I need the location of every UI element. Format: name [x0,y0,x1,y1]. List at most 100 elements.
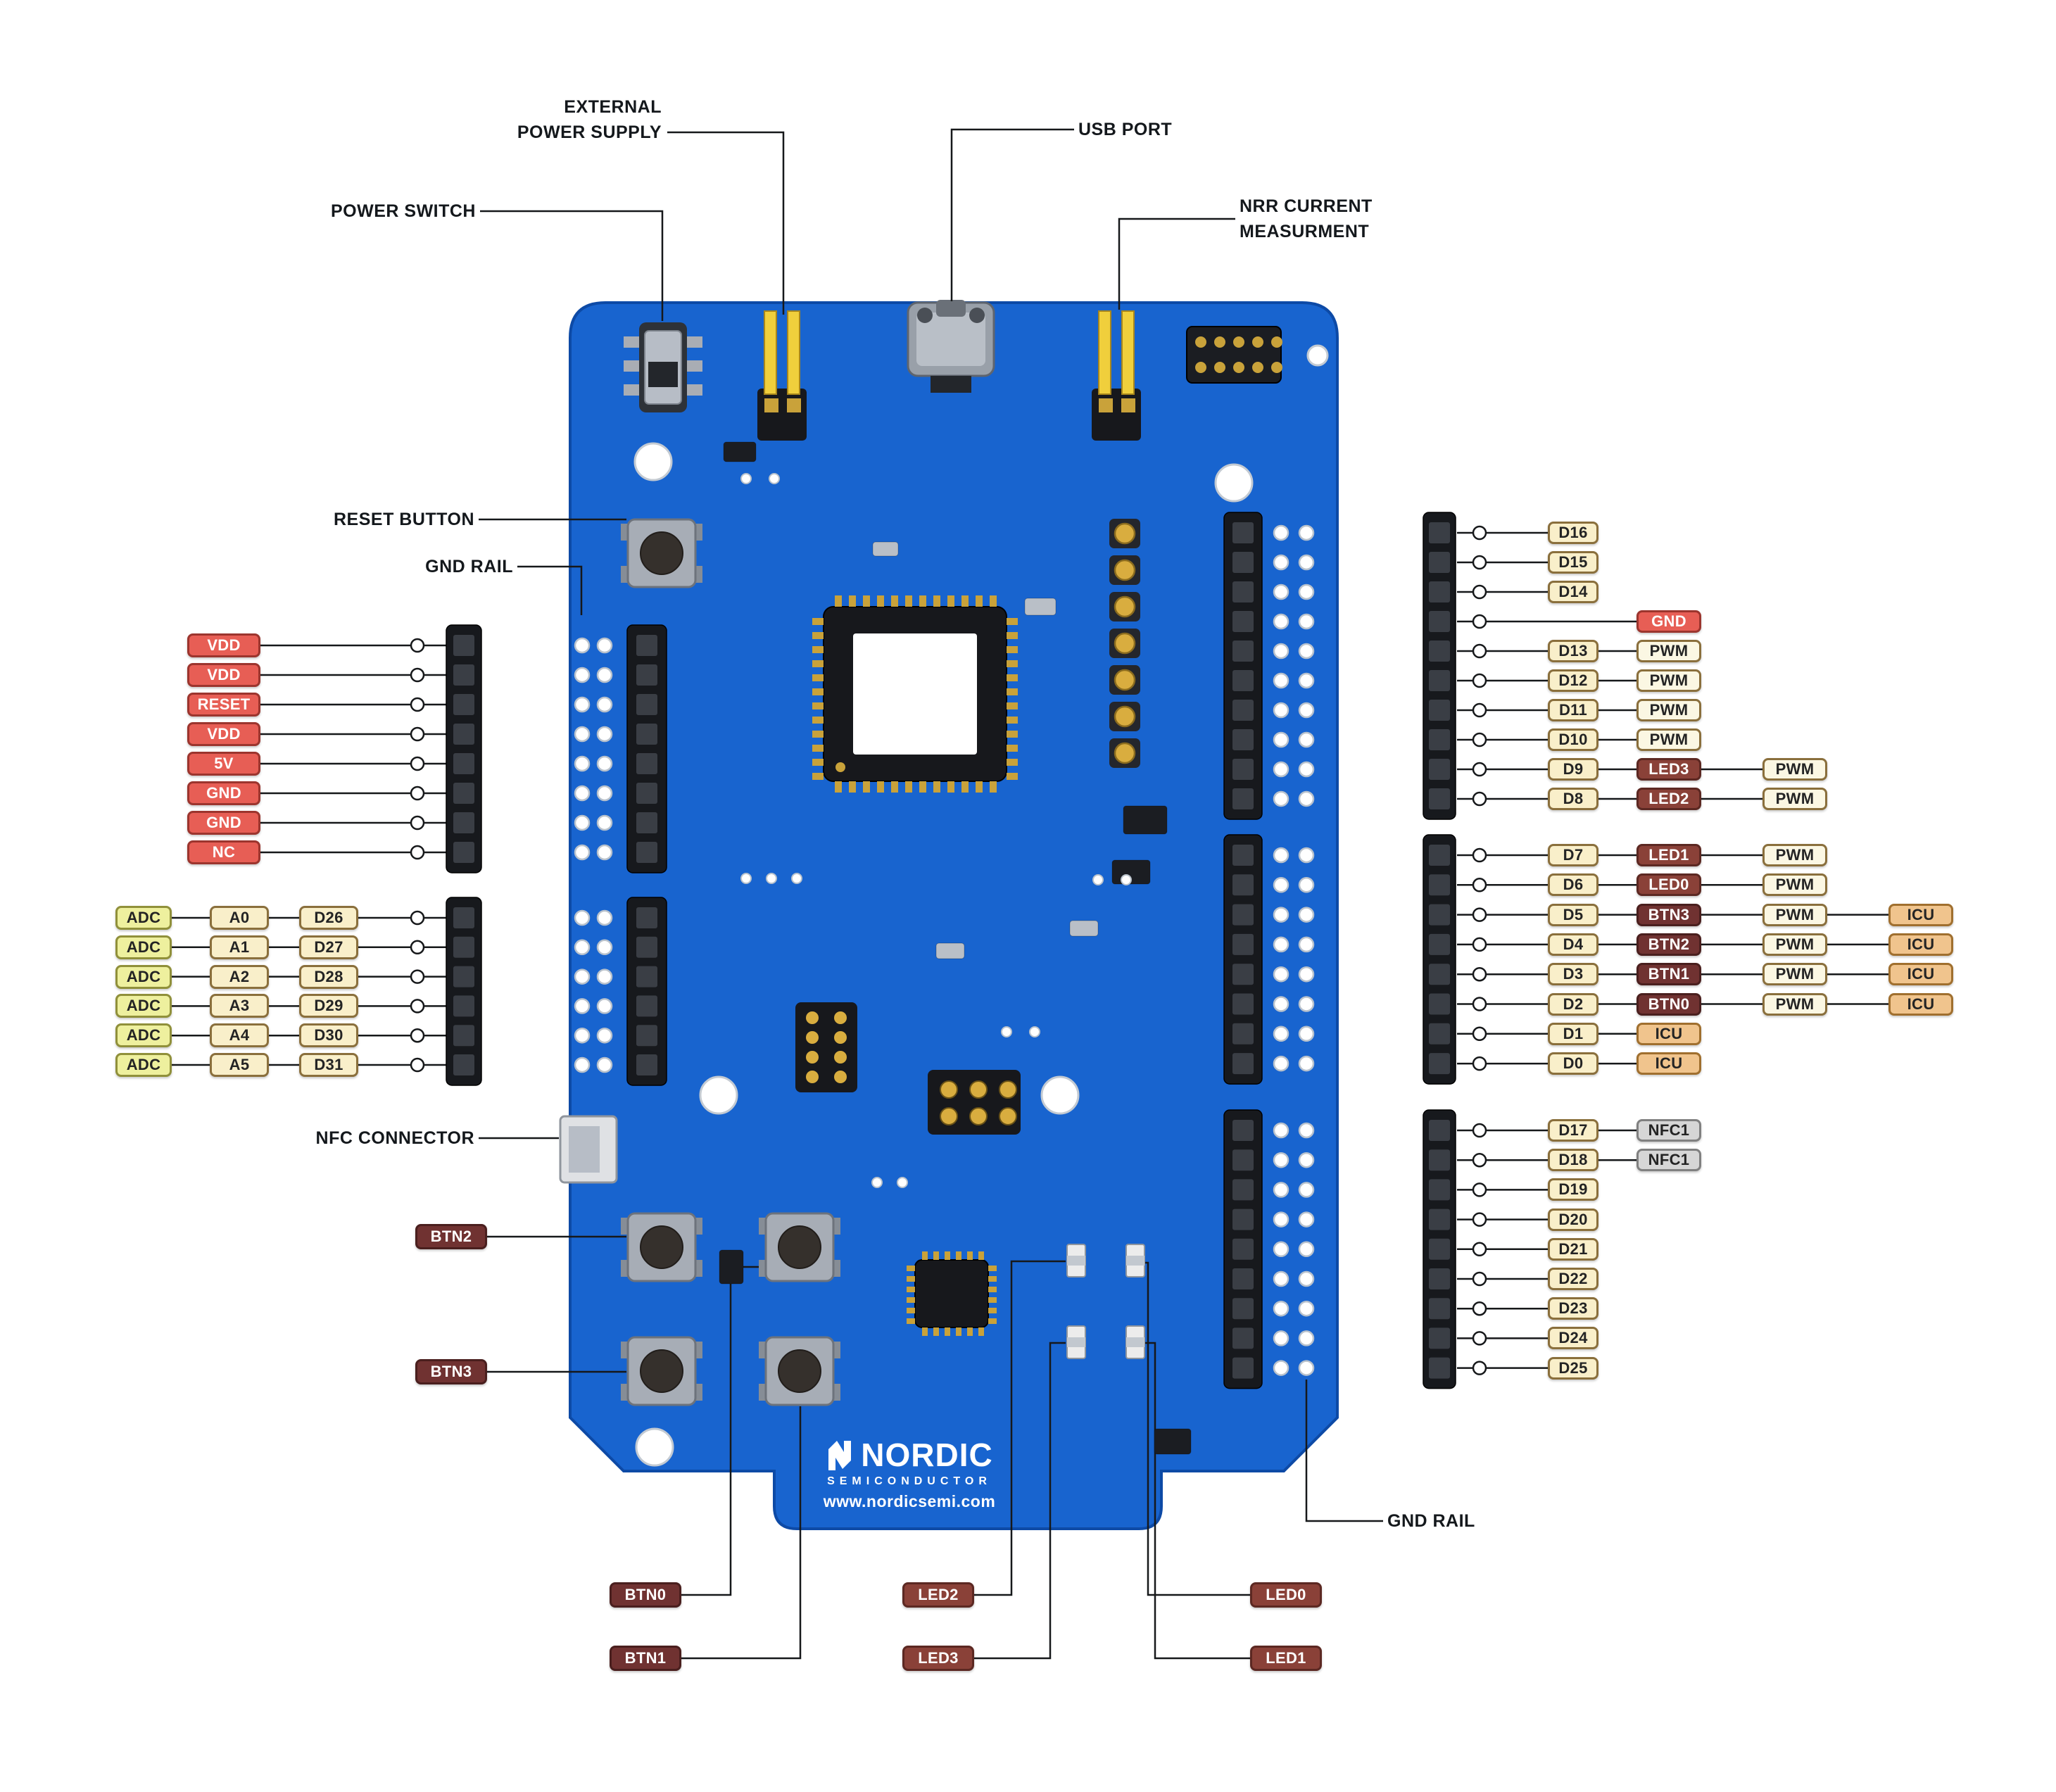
smd-component [719,1249,744,1285]
button-cap [778,1349,821,1393]
through-hole [1273,1151,1289,1168]
chip-pin [1007,717,1018,724]
gold-pin [834,1051,847,1064]
pin-dot [1472,584,1487,600]
through-hole [1298,1300,1315,1317]
digital-pin-label: D6 [1548,873,1598,897]
header-socket [1232,1179,1254,1201]
nfc-connector-component [559,1115,618,1184]
digital-pin-label: D31 [299,1053,358,1077]
pin-dot [410,910,425,926]
callout-power-switch: POWER SWITCH [331,201,476,221]
digital-pin-label: D19 [1548,1178,1598,1201]
chip-pin [812,759,824,766]
through-hole [574,909,591,926]
btn-tag-label: BTN1 [1636,963,1701,986]
through-hole [596,667,613,683]
through-hole [1298,790,1315,807]
header-socket [1232,670,1254,691]
gold-pin [969,1107,988,1125]
through-hole [574,785,591,802]
header-socket [636,1054,657,1075]
chip-pin [877,595,884,607]
chip-pin [849,781,856,793]
btn-tag-label: BTN2 [1636,933,1701,956]
chip-pin [907,1266,915,1271]
through-hole [1273,731,1289,748]
pin-dot [1472,1301,1487,1316]
chip-pin [812,660,824,667]
through-hole [1298,613,1315,630]
led0-label: LED0 [1250,1582,1322,1608]
chip-pin [919,781,926,793]
btn2-label: BTN2 [415,1224,487,1249]
pwm-tag-label: PWM [1636,699,1701,721]
through-hole [1273,936,1289,953]
pin-dot [410,756,425,771]
power-pin-label: GND [187,781,260,805]
pin-dot [1472,673,1487,688]
header-socket [453,694,474,715]
logo-name: NORDIC [861,1437,993,1473]
digital-pin-label: D3 [1548,963,1598,986]
digital-pin-label: D22 [1548,1268,1598,1290]
analog-pin-label: A5 [210,1053,269,1077]
through-hole [1273,1360,1289,1376]
through-hole [574,667,591,683]
through-hole [1298,1151,1315,1168]
icu-tag-label: ICU [1888,933,1953,956]
pwm-tag-label: PWM [1762,903,1827,926]
pin-dot [410,638,425,653]
header-socket [1232,552,1254,573]
through-hole [1298,1055,1315,1072]
chip-pin [961,781,969,793]
digital-pin-label: D12 [1548,669,1598,692]
chip-pin [947,595,954,607]
pin-dot [410,1057,425,1073]
icu-tag-label: ICU [1888,903,1953,926]
header-socket [453,812,474,833]
logo-url: www.nordicsemi.com [823,1492,996,1510]
btn-tag-label: BTN3 [1636,903,1701,926]
analog-pin-label: A4 [210,1023,269,1048]
callout-line: NRR CURRENT [1240,196,1373,216]
power-pin-label: 5V [187,752,260,776]
through-hole [1273,1211,1289,1228]
smd-component [1024,598,1057,616]
chip-pin [988,1308,997,1313]
button-cap [778,1225,821,1269]
chip-pin [905,595,912,607]
header-socket [453,995,474,1017]
nrr-current-pins [1092,310,1141,441]
through-hole [596,844,613,861]
header-socket [1429,1357,1450,1379]
chip-pin [1007,759,1018,766]
header-socket [1232,641,1254,662]
digital-pin-label: D28 [299,964,358,989]
pin-header-strip [446,624,482,873]
led-window [1067,1337,1085,1347]
chip-pin [905,781,912,793]
chip-pin [812,717,824,724]
adc-label: ADC [115,1023,172,1048]
chip-pin [990,595,997,607]
through-hole [1273,702,1289,719]
via-hole [740,473,752,484]
through-hole [596,637,613,654]
chip-pin [976,595,983,607]
led-tag-label: LED3 [1636,758,1701,781]
icu-tag-label: ICU [1636,1052,1701,1075]
gold-pin [1114,705,1136,728]
chip-pin [907,1318,915,1324]
callout-lines [479,128,1383,1660]
adc-label: ADC [115,906,172,930]
gold-pin [806,1071,819,1083]
callout-line: EXTERNAL [564,97,662,117]
through-hole [1298,583,1315,600]
pin-dot [1472,732,1487,747]
chip-pin [1007,632,1018,639]
header-socket [636,753,657,774]
header-socket [1232,904,1254,926]
chip-pin [988,1318,997,1324]
